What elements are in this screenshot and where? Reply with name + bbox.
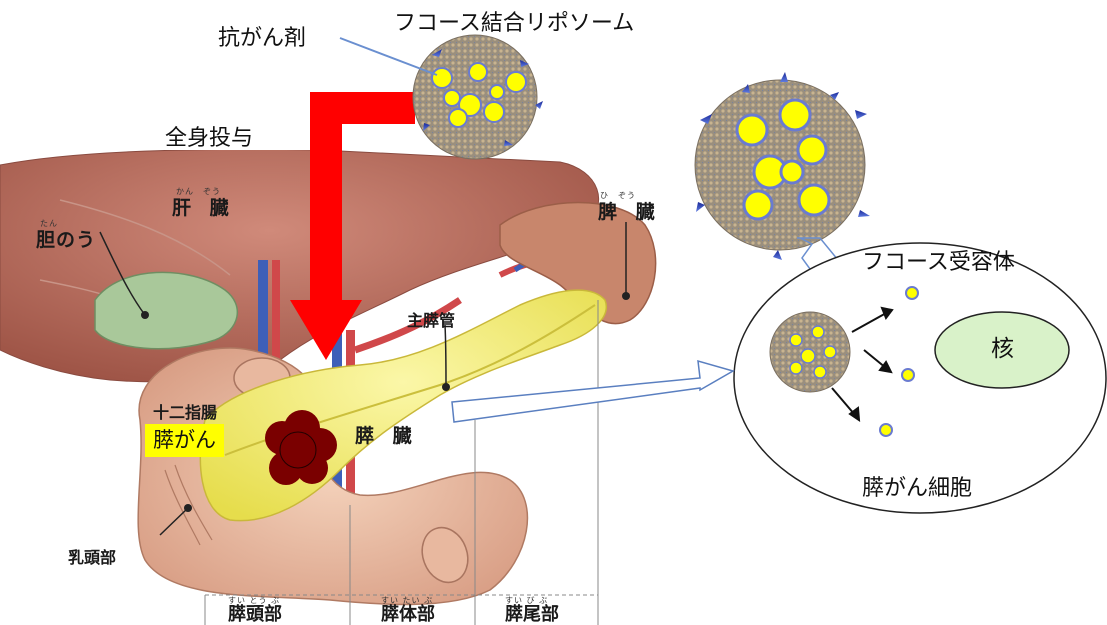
label-fucose-receptor: フコース受容体 [862,252,1015,274]
ruby-gallbladder: たん [40,220,58,228]
label-papilla: 乳頭部 [68,550,116,566]
label-nucleus: 核 [991,338,1014,361]
label-pancreatic-cancer-cell: 膵がん細胞 [862,478,972,500]
label-spleen: 脾 臓 [598,203,661,222]
liposome-large [695,72,870,260]
ruby-liver: かん ぞう [176,188,221,196]
label-fucose-liposome: フコース結合リポソーム [394,13,634,35]
label-pancreatic-cancer: 膵がん [145,424,224,457]
label-pancreas: 膵 臓 [355,427,418,446]
label-anticancer-drug: 抗がん剤 [218,28,306,50]
label-gallbladder: 胆のう [36,231,96,250]
ruby-spleen: ひ ぞう [600,192,636,200]
label-liver: 肝 臓 [172,199,235,218]
liposome-in-cell [770,312,850,392]
pancreas-to-cell-arrow [452,361,733,422]
label-pancreatic-tail: 膵尾部 [505,606,559,624]
label-duodenum: 十二指腸 [153,405,217,421]
cancer-cell [734,243,1106,513]
liposome-small [413,35,543,159]
label-pancreatic-body: 膵体部 [381,606,435,624]
label-main-pancreatic-duct: 主膵管 [407,313,455,329]
label-pancreatic-head: 膵頭部 [228,606,282,624]
label-systemic-administration: 全身投与 [165,128,253,150]
